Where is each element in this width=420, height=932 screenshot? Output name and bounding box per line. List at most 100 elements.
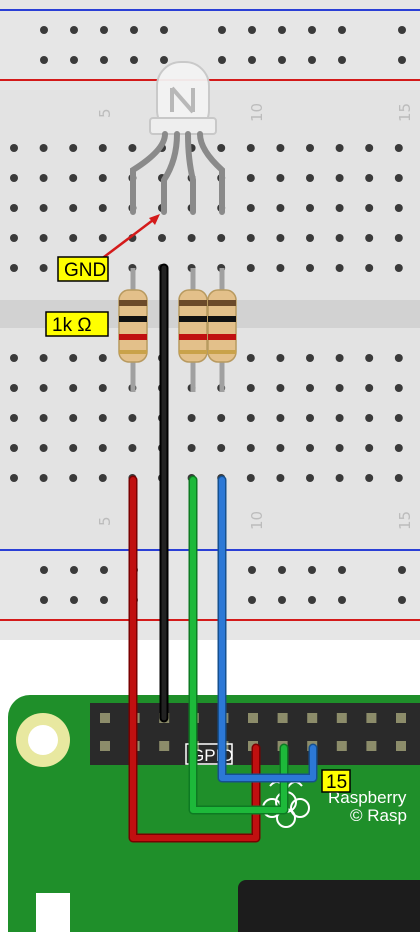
breadboard-hole <box>246 264 255 272</box>
breadboard-hole <box>365 474 374 482</box>
breadboard-hole <box>306 204 314 212</box>
breadboard-hole <box>10 234 18 242</box>
breadboard-hole <box>100 596 108 604</box>
gpio-pin <box>366 713 377 723</box>
column-number-5-bottom: 5 <box>96 516 114 526</box>
gpio-label-box <box>185 743 233 765</box>
resistor-label: 1k Ω <box>52 315 92 336</box>
breadboard-hole <box>248 56 256 64</box>
breadboard-hole <box>248 26 256 34</box>
breadboard-hole <box>128 444 137 452</box>
gpio-pin <box>307 713 318 723</box>
breadboard-hole <box>98 234 107 242</box>
breadboard-hole <box>306 444 314 452</box>
breadboard-hole <box>394 264 403 272</box>
breadboard-hole <box>276 414 285 422</box>
breadboard-hole <box>365 414 374 422</box>
gpio-pin <box>396 713 406 723</box>
breadboard-hole <box>398 566 406 574</box>
breadboard-hole <box>394 144 403 152</box>
breadboard-hole <box>365 204 374 212</box>
breadboard-hole <box>276 144 285 152</box>
breadboard-hole <box>365 174 374 182</box>
breadboard-hole <box>187 444 196 452</box>
breadboard-hole <box>394 384 403 392</box>
column-numbers-bottom: 5 10 15 <box>96 511 414 530</box>
breadboard-hole <box>278 596 286 604</box>
breadboard-hole <box>246 204 255 212</box>
breadboard-hole <box>98 414 107 422</box>
gnd-arrow-head <box>149 214 160 225</box>
breadboard-hole <box>306 144 314 152</box>
breadboard-hole <box>306 474 314 482</box>
breadboard-hole <box>246 414 255 422</box>
gpio-pin <box>396 741 406 751</box>
breadboard-hole <box>398 56 406 64</box>
breadboard-hole <box>98 444 107 452</box>
breadboard-hole <box>98 144 107 152</box>
led-die <box>170 86 195 114</box>
breadboard-hole <box>98 204 107 212</box>
breadboard-hole <box>338 56 346 64</box>
breadboard-hole <box>246 354 255 362</box>
breadboard-hole <box>69 354 78 362</box>
breadboard-hole <box>128 414 137 422</box>
resistor-blue <box>207 268 237 392</box>
breadboard-hole <box>248 566 256 574</box>
rgb-led <box>130 61 225 215</box>
resistor-red <box>118 268 148 392</box>
breadboard-hole <box>398 596 406 604</box>
mounting-hole-inner <box>28 725 58 755</box>
breadboard-hole <box>365 264 374 272</box>
gnd-label-box <box>57 256 109 282</box>
breadboard-hole <box>335 144 344 152</box>
column-numbers-top: 5 10 15 <box>96 103 414 122</box>
resistors <box>118 268 237 392</box>
breadboard-hole <box>128 144 137 152</box>
breadboard-hole <box>306 264 314 272</box>
led-rim <box>149 117 217 135</box>
breadboard-hole <box>39 384 48 392</box>
breadboard-hole <box>69 234 78 242</box>
breadboard-hole <box>335 474 344 482</box>
breadboard-hole <box>394 474 403 482</box>
breadboard-hole <box>365 354 374 362</box>
breadboard-hole <box>70 596 78 604</box>
breadboard-hole <box>338 596 346 604</box>
breadboard-hole <box>98 474 107 482</box>
breadboard-hole <box>246 384 255 392</box>
breadboard-hole <box>335 174 344 182</box>
breadboard-hole <box>306 234 314 242</box>
breadboard-hole <box>40 596 48 604</box>
breadboard-hole <box>276 444 285 452</box>
breadboard-hole <box>217 444 226 452</box>
breadboard-hole <box>69 384 78 392</box>
breadboard-hole <box>335 204 344 212</box>
gpio-pin <box>336 741 347 751</box>
breadboard-hole <box>276 174 285 182</box>
breadboard-hole <box>39 474 48 482</box>
column-number-15-bottom: 15 <box>396 511 414 530</box>
breadboard-hole <box>70 26 78 34</box>
breadboard-hole <box>335 264 344 272</box>
breadboard-hole <box>394 174 403 182</box>
led-leg-blue <box>197 131 225 215</box>
breadboard-hole <box>306 414 314 422</box>
breadboard-hole <box>10 384 18 392</box>
breadboard-hole <box>40 56 48 64</box>
wire-blue <box>217 475 318 783</box>
column-number-15-top: 15 <box>396 103 414 122</box>
breadboard-hole <box>217 144 226 152</box>
breadboard-hole <box>338 566 346 574</box>
breadboard-hole <box>10 414 18 422</box>
breadboard-hole <box>335 234 344 242</box>
breadboard-hole <box>10 204 18 212</box>
breadboard-hole <box>306 384 314 392</box>
breadboard-hole <box>278 566 286 574</box>
breadboard-hole <box>278 56 286 64</box>
breadboard-hole <box>365 384 374 392</box>
gpio-pin <box>277 713 288 723</box>
breadboard-hole <box>39 204 48 212</box>
gpio-pin <box>336 713 347 723</box>
